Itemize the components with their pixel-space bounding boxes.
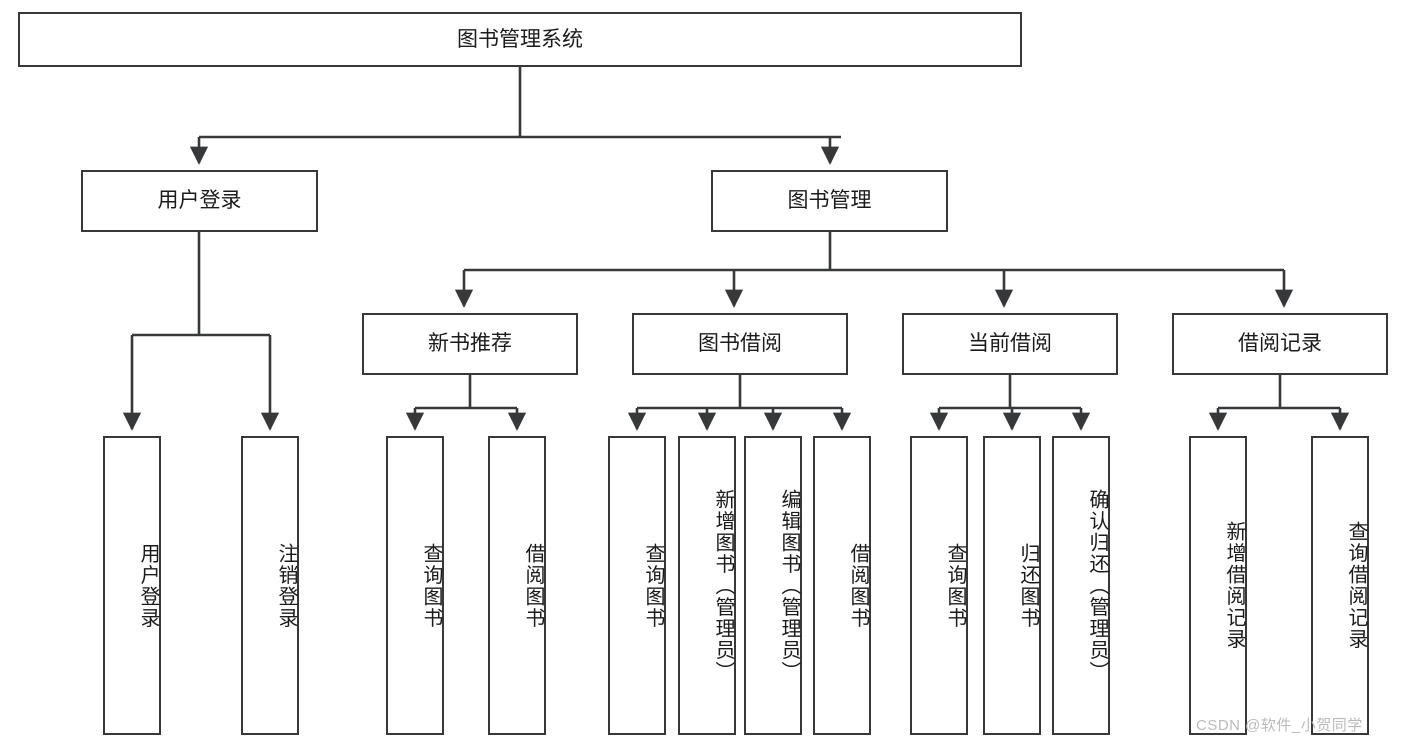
node-leaf-query-book-3-label: 查询图书 [944,542,966,629]
node-book-management-label: 图书管理 [787,189,872,213]
node-borrow-record-label: 借阅记录 [1238,332,1322,356]
node-user-login[interactable]: 用户登录 [81,170,318,232]
node-leaf-edit-book[interactable]: 编辑图书（管理员） [744,436,802,735]
node-leaf-query-book-1[interactable]: 查询图书 [386,436,444,735]
node-root[interactable]: 图书管理系统 [18,12,1022,67]
node-book-borrow[interactable]: 图书借阅 [632,313,848,375]
node-leaf-add-book-label: 新增图书（管理员） [712,488,734,683]
node-leaf-query-book-3[interactable]: 查询图书 [910,436,968,735]
node-leaf-borrow-book-1-label: 借阅图书 [522,542,544,629]
node-leaf-logout-label: 注销登录 [275,542,297,629]
node-leaf-add-record-label: 新增借阅记录 [1223,521,1245,650]
node-leaf-edit-book-label: 编辑图书（管理员） [778,488,800,683]
node-book-management[interactable]: 图书管理 [711,170,948,232]
node-current-borrow[interactable]: 当前借阅 [902,313,1118,375]
node-user-login-label: 用户登录 [157,189,242,213]
node-leaf-borrow-book-2[interactable]: 借阅图书 [813,436,871,735]
node-leaf-query-book-2[interactable]: 查询图书 [608,436,666,735]
node-new-book-recommend-label: 新书推荐 [428,332,512,356]
node-leaf-query-book-2-label: 查询图书 [642,542,664,629]
node-leaf-user-login[interactable]: 用户登录 [103,436,161,735]
node-leaf-return-book-label: 归还图书 [1017,542,1039,629]
node-leaf-confirm-return[interactable]: 确认归还（管理员） [1052,436,1110,735]
node-leaf-borrow-book-1[interactable]: 借阅图书 [488,436,546,735]
node-leaf-query-record-label: 查询借阅记录 [1345,521,1367,650]
node-leaf-add-record[interactable]: 新增借阅记录 [1189,436,1247,735]
node-leaf-confirm-return-label: 确认归还（管理员） [1086,488,1108,683]
node-leaf-query-book-1-label: 查询图书 [420,542,442,629]
node-current-borrow-label: 当前借阅 [968,332,1052,356]
node-new-book-recommend[interactable]: 新书推荐 [362,313,578,375]
csdn-watermark: CSDN @软件_小贺同学 [1196,717,1363,734]
node-book-borrow-label: 图书借阅 [698,332,782,356]
node-leaf-return-book[interactable]: 归还图书 [983,436,1041,735]
node-leaf-user-login-label: 用户登录 [137,542,159,629]
node-root-label: 图书管理系统 [457,27,583,51]
node-leaf-add-book[interactable]: 新增图书（管理员） [678,436,736,735]
node-leaf-borrow-book-2-label: 借阅图书 [847,542,869,629]
node-leaf-query-record[interactable]: 查询借阅记录 [1311,436,1369,735]
node-borrow-record[interactable]: 借阅记录 [1172,313,1388,375]
node-leaf-logout[interactable]: 注销登录 [241,436,299,735]
